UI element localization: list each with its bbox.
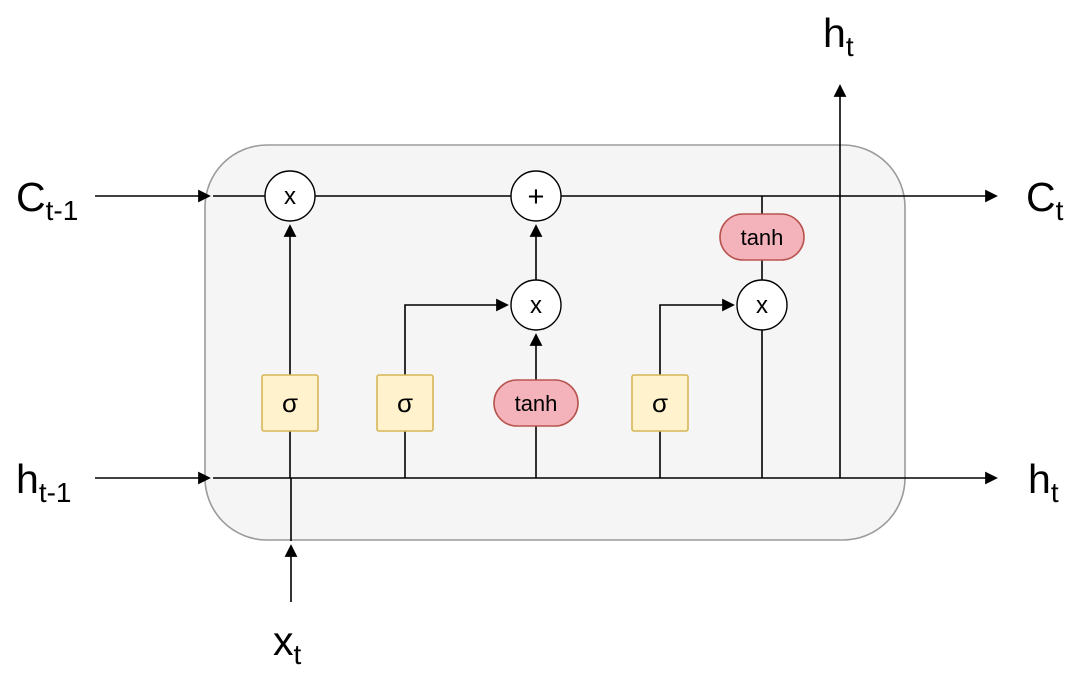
output-label-h-top: ht — [823, 10, 854, 62]
mul-output-node — [736, 279, 788, 331]
sigma-input-gate — [376, 374, 434, 432]
tanh-output-node — [719, 213, 805, 261]
sigma-output-gate — [631, 374, 689, 432]
output-label-h-right: ht — [1028, 456, 1059, 508]
sigma-forget-label: σ — [282, 388, 298, 418]
mul-output-label: x — [756, 292, 768, 319]
mul-input-label: x — [530, 292, 542, 319]
input-label-c-prev: Ct-1 — [16, 174, 78, 226]
sigma-input-to-mul-arrow — [404, 298, 509, 375]
label-subscript: t-1 — [39, 477, 72, 508]
tanh-candidate-label: tanh — [515, 391, 558, 416]
label-subscript: t — [846, 31, 854, 62]
label-base: C — [1026, 174, 1056, 220]
add-label: + — [528, 181, 545, 213]
label-base: h — [823, 10, 846, 56]
sigma-output-label: σ — [652, 388, 668, 418]
output-label-c: Ct — [1026, 174, 1064, 226]
label-base: h — [1028, 456, 1051, 502]
tanh-candidate-node — [493, 379, 579, 427]
label-subscript: t — [1056, 195, 1064, 226]
label-base: h — [16, 456, 39, 502]
input-label-h-prev: ht-1 — [16, 456, 72, 508]
label-subscript: t-1 — [46, 195, 79, 226]
input-label-x: xt — [273, 618, 302, 670]
tanh-output-label: tanh — [741, 225, 784, 250]
sigma-output-to-mul-arrow — [659, 298, 735, 375]
mul-input-node — [510, 279, 562, 331]
add-node — [510, 170, 562, 222]
sigma-input-label: σ — [397, 388, 413, 418]
mul-forget-label: x — [284, 183, 296, 210]
label-base: x — [273, 618, 294, 664]
label-subscript: t — [294, 639, 302, 670]
sigma-forget-gate — [261, 374, 319, 432]
label-base: C — [16, 174, 46, 220]
mul-forget-node — [264, 170, 316, 222]
label-subscript: t — [1051, 477, 1059, 508]
